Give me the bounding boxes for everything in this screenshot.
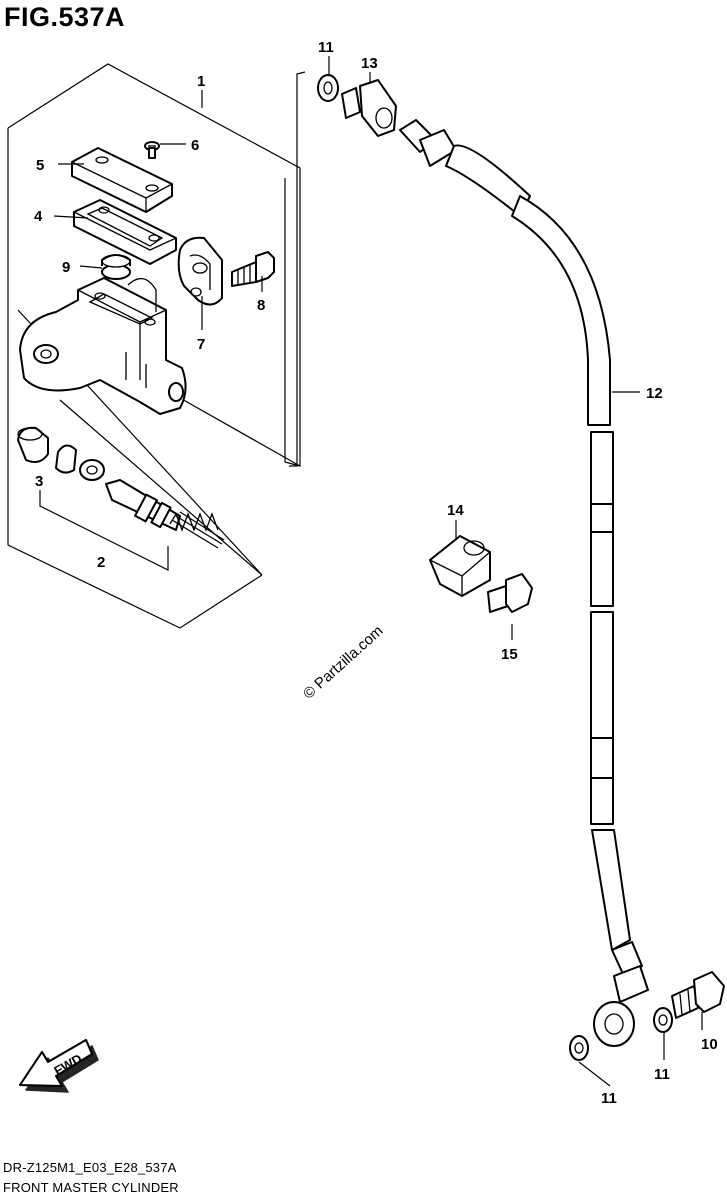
hose-upper-fitting xyxy=(399,119,457,167)
callout-11-bottom: 11 xyxy=(601,1090,617,1107)
callout-7: 7 xyxy=(197,336,205,353)
callout-10: 10 xyxy=(701,1036,718,1053)
callout-1: 1 xyxy=(197,73,205,90)
piston-bracket xyxy=(39,490,169,571)
callout-3: 3 xyxy=(35,473,43,490)
callout-15: 15 xyxy=(501,646,518,663)
diaphragm-plate xyxy=(73,199,177,265)
fwd-direction-arrow: FWD xyxy=(19,1039,99,1093)
callout-2: 2 xyxy=(97,554,105,571)
lower-washer-left xyxy=(569,1035,589,1061)
upper-washer xyxy=(317,74,339,102)
master-cylinder-body xyxy=(19,277,187,415)
clamp-bolt xyxy=(487,573,533,613)
assembly-frame xyxy=(7,63,301,629)
hose-clamp xyxy=(429,535,491,597)
callout-12: 12 xyxy=(646,385,663,402)
callout-9: 9 xyxy=(62,259,70,276)
callout-8: 8 xyxy=(257,297,265,314)
callout-11-top: 11 xyxy=(318,39,334,56)
holder-bolt xyxy=(231,251,275,287)
union-bolt xyxy=(671,971,725,1019)
callout-14: 14 xyxy=(447,502,464,519)
figure-title: FIG.537A xyxy=(4,2,126,32)
handlebar-holder xyxy=(177,236,223,306)
callout-4: 4 xyxy=(34,208,43,225)
piston-kit xyxy=(17,426,225,549)
callout-5: 5 xyxy=(36,157,44,174)
hose-union xyxy=(341,79,397,137)
grommet xyxy=(101,254,131,280)
lower-washer-right xyxy=(653,1007,673,1033)
figure-name: FRONT MASTER CYLINDER xyxy=(3,1180,179,1195)
leader-lines xyxy=(53,56,703,1087)
hose-leader-bracket xyxy=(289,71,306,467)
callout-11-right: 11 xyxy=(654,1066,670,1083)
figure-code: DR-Z125M1_E03_E28_537A xyxy=(3,1160,177,1175)
cap-screw xyxy=(144,141,160,159)
lower-banjo xyxy=(593,1001,635,1047)
callout-13: 13 xyxy=(361,55,378,72)
brake-hose xyxy=(445,144,649,1003)
callout-6: 6 xyxy=(191,137,199,154)
reservoir-cap xyxy=(71,147,173,213)
